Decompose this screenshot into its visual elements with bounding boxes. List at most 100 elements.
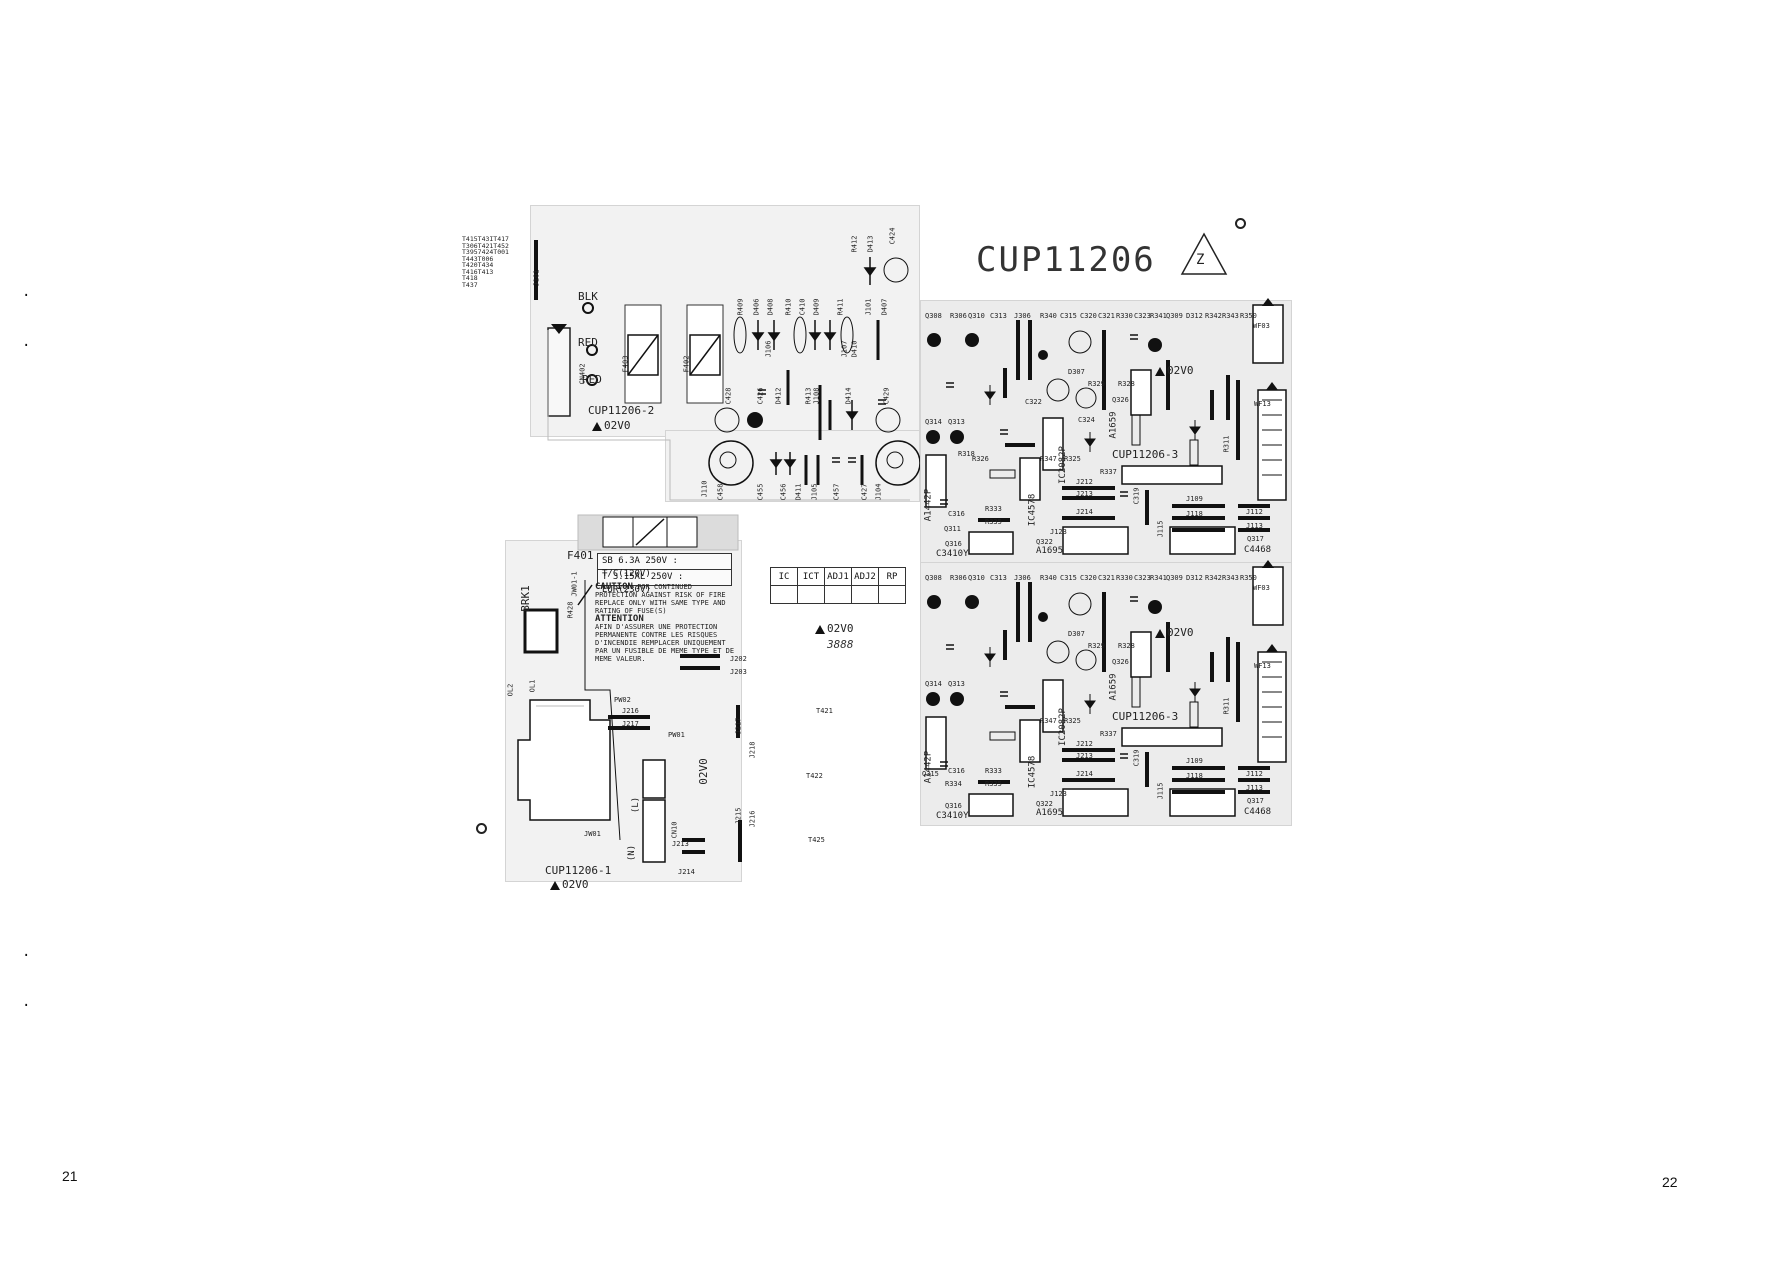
label-d307: D307 (1068, 368, 1085, 376)
test-point-t421: T421 (816, 707, 833, 715)
label-cn10: CN10 (670, 821, 679, 839)
label-r343: R343 (1222, 574, 1239, 582)
label-r329: R329 (1088, 642, 1105, 650)
label-r335: R335 (985, 780, 1002, 788)
adj-cell (878, 585, 906, 604)
label-c316: C316 (948, 767, 965, 775)
label-r325: R325 (1064, 717, 1081, 725)
label-q314: Q314 (925, 418, 942, 426)
label-j203: J203 (730, 668, 747, 676)
board-1-vertical-mark: 02V0 (696, 758, 710, 785)
board-3-bottom-name: CUP11206-3 (1112, 710, 1179, 723)
label-q308: Q308 (925, 574, 942, 582)
label-q317: Q317 (1247, 535, 1264, 543)
label-r328: R328 (1118, 380, 1135, 388)
label-q316: Q316 (945, 802, 962, 810)
label-a1695: A1695 (1036, 808, 1064, 818)
label-j217: J217 (622, 720, 639, 728)
label-pw02: PW02 (614, 696, 631, 704)
label-j214: J214 (678, 868, 695, 876)
label-d312: D312 (1186, 312, 1203, 320)
label-f401: F401 (567, 549, 594, 562)
label-j123: J123 (1050, 528, 1067, 536)
label-ol1: OL1 (528, 679, 537, 693)
margin-dot: · (22, 338, 31, 354)
label-c313: C313 (990, 574, 1007, 582)
label-jw01-1: JW01-1 (570, 571, 579, 597)
label-q309: Q309 (1166, 574, 1183, 582)
label-j218-v: J218 (748, 741, 757, 759)
label-c320: C320 (1080, 574, 1097, 582)
warning-triangle-icon (815, 624, 825, 634)
label-a1695: A1695 (1036, 546, 1064, 556)
label-n: (N) (627, 844, 638, 862)
label-r337: R337 (1100, 468, 1117, 476)
label-wf03: WF03 (1253, 584, 1270, 592)
label-j113: J113 (1246, 522, 1263, 530)
label-r306: R306 (950, 312, 967, 320)
label-q313: Q313 (948, 418, 965, 426)
label-r340: R340 (1040, 574, 1057, 582)
label-c321: C321 (1098, 574, 1115, 582)
margin-dot: · (22, 998, 31, 1014)
warning-triangle-icon (550, 880, 560, 890)
label-jw01: JW01 (584, 830, 601, 838)
label-r330: R330 (1116, 312, 1133, 320)
label-blk: BLK (578, 290, 598, 303)
label-j212: J212 (1076, 478, 1093, 486)
label-r343: R343 (1222, 312, 1239, 320)
adjustment-table: IC ICT ADJ1 ADJ2 RP (770, 567, 906, 604)
label-j113: J113 (1246, 784, 1263, 792)
label-brk1: BRK1 (518, 585, 532, 612)
label-r306: R306 (950, 574, 967, 582)
label-j213: J213 (1076, 490, 1093, 498)
label-q315: Q315 (922, 770, 939, 778)
label-r326: R326 (972, 455, 989, 463)
board-1-mark: 02V0 (550, 878, 589, 891)
fuse-rating-box: SB 6.3A 250V : T/C(120V) T 3.15AL 250V :… (597, 553, 732, 595)
label-j109: J109 (1186, 495, 1203, 503)
label-r329: R329 (1088, 380, 1105, 388)
label-r428: R428 (566, 601, 575, 619)
label-d307: D307 (1068, 630, 1085, 638)
label-c323: C323 (1134, 574, 1151, 582)
test-point-t422: T422 (806, 772, 823, 780)
label-c320: C320 (1080, 312, 1097, 320)
label-r341: R341 (1150, 574, 1167, 582)
label-j212: J212 (1076, 740, 1093, 748)
page-number-right: 22 (1662, 1174, 1678, 1190)
label-q316: Q316 (945, 540, 962, 548)
label-q310: Q310 (968, 312, 985, 320)
label-q309: Q309 (1166, 312, 1183, 320)
adj-mark: 02V0 (815, 622, 854, 635)
label-j123: J123 (1050, 790, 1067, 798)
label-j217-v: J217 (734, 717, 743, 735)
label-r342: R342 (1205, 574, 1222, 582)
board-2-mark: 02V0 (592, 419, 631, 432)
mounting-hole (1235, 218, 1246, 229)
label-wf13: WF13 (1254, 400, 1271, 408)
board-cup11206-2-lower (665, 430, 920, 502)
label-j118: J118 (1186, 510, 1203, 518)
label-j306: J306 (1014, 312, 1031, 320)
fuse-rating-row: T 3.15AL 250V : EUR(230V) (602, 572, 684, 595)
label-q326: Q326 (1112, 396, 1129, 404)
label-j215-v: J215 (734, 807, 743, 825)
label-j214: J214 (1076, 508, 1093, 516)
label-r325: R325 (1064, 455, 1081, 463)
label-q311: Q311 (944, 525, 961, 533)
label-c321: C321 (1098, 312, 1115, 320)
label-r350: R350 (1240, 312, 1257, 320)
board-1-name: CUP11206-1 (545, 864, 612, 877)
label-c323: C323 (1134, 312, 1151, 320)
label-j118: J118 (1186, 772, 1203, 780)
label-c3410y: C3410Y (936, 811, 969, 821)
label-c3410y: C3410Y (936, 549, 969, 559)
mounting-hole (476, 823, 487, 834)
label-j213: J213 (1076, 752, 1093, 760)
board-cup11206-2 (530, 205, 920, 437)
adj-code: 3888 (827, 638, 854, 651)
label-r337: R337 (1100, 730, 1117, 738)
